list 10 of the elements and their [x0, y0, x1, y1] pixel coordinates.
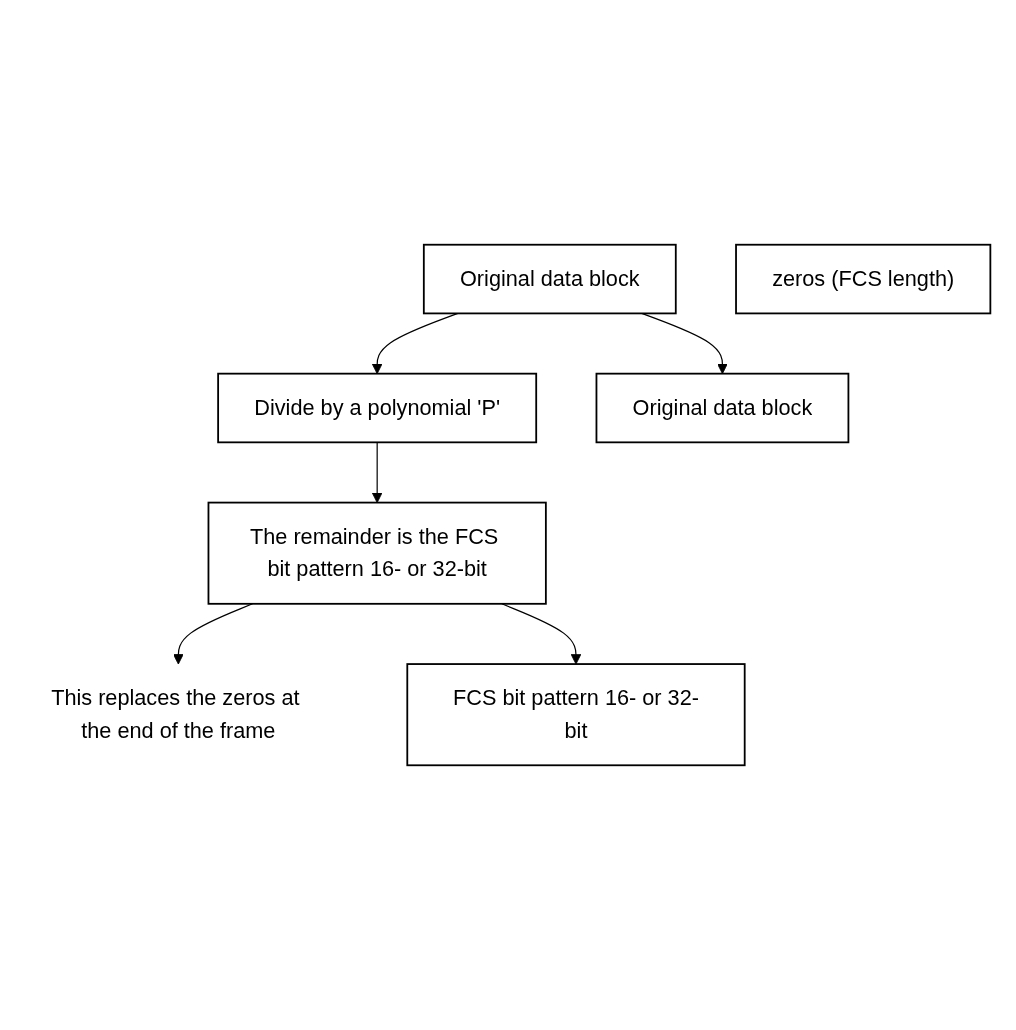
node-box: zeros (FCS length) [735, 243, 992, 315]
arrow [501, 603, 582, 665]
node-text: This replaces the zeros at the end of the frame [51, 685, 300, 743]
arrow [641, 312, 728, 375]
node-box: The remainder is the FCS bit pattern 16- or 32-bit [207, 501, 547, 605]
arrow [371, 441, 383, 504]
node-box: Divide by a polynomial 'P' [217, 372, 538, 444]
node-box: Original data block [595, 372, 850, 444]
node-box: Original data block [422, 243, 677, 315]
node-box: FCS bit pattern 16- or 32-bit [406, 663, 746, 767]
